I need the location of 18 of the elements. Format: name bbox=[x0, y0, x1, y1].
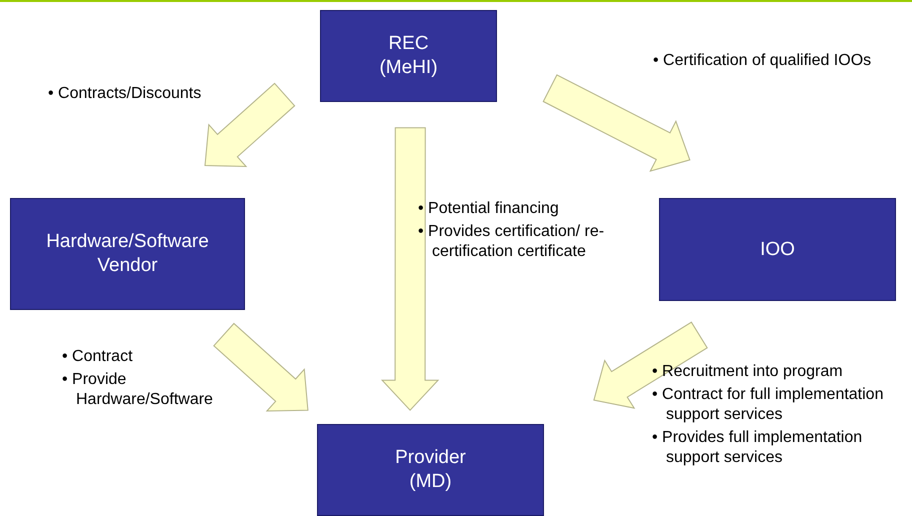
block-arrow bbox=[380, 127, 440, 411]
bullet-text: • Provide Hardware/Software bbox=[62, 370, 214, 410]
block-arrow bbox=[204, 82, 296, 168]
bullet-text: • Potential financing bbox=[418, 199, 560, 219]
process-box: Provider (MD) bbox=[317, 424, 544, 516]
bullet-text: • Contract bbox=[62, 347, 134, 367]
bullet-text: • Contracts/Discounts bbox=[48, 84, 202, 104]
bullet-text: • Recruitment into program bbox=[652, 362, 844, 382]
bullet-text: • Provides certification/ re-certification certificate bbox=[418, 222, 606, 262]
block-arrow bbox=[542, 74, 690, 172]
bullet-text: • Certification of qualified IOOs bbox=[653, 51, 872, 71]
block-arrow bbox=[213, 322, 308, 412]
bullet-text: • Provides full implementation support services bbox=[652, 428, 864, 468]
block-arrow bbox=[593, 322, 708, 409]
process-box: REC (MeHI) bbox=[320, 10, 497, 102]
process-box: IOO bbox=[659, 198, 896, 301]
process-box: Hardware/Software Vendor bbox=[10, 198, 245, 310]
bullet-text: • Contract for full implementation support services bbox=[652, 385, 884, 425]
